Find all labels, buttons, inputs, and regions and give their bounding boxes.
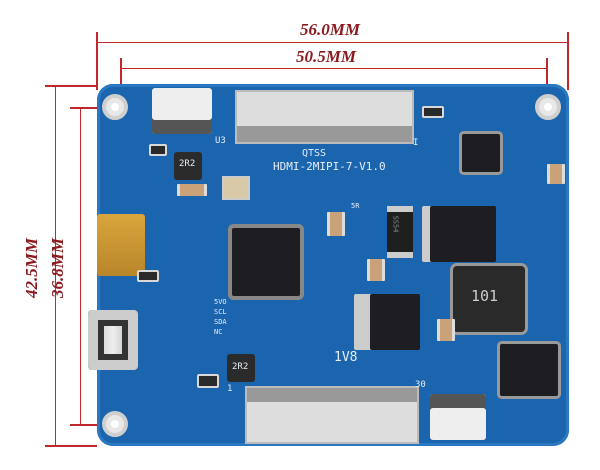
diode-ss54 bbox=[387, 206, 413, 258]
capacitor bbox=[177, 184, 207, 196]
dimension-tick bbox=[70, 107, 115, 109]
dimension-line-height bbox=[55, 85, 56, 445]
silk-ss54: SS54 bbox=[391, 215, 400, 233]
dimension-line-hole-width bbox=[120, 68, 546, 69]
silk-1v8: 1V8 bbox=[334, 350, 358, 365]
silk-2r2: 2R2 bbox=[232, 362, 249, 372]
regulator-dpak bbox=[430, 206, 496, 262]
silk-nc: NC bbox=[214, 328, 223, 336]
micro-usb-connector bbox=[88, 310, 138, 370]
dimension-tick bbox=[45, 445, 97, 447]
silk-101: 101 bbox=[471, 287, 499, 305]
mounting-hole bbox=[102, 94, 128, 120]
dimension-tick bbox=[546, 58, 548, 98]
dimension-line-width bbox=[96, 42, 568, 43]
silk-scl: SCL bbox=[214, 308, 227, 316]
sot-ic bbox=[462, 134, 500, 172]
silk-model: HDMI-2MIPI-7-V1.0 bbox=[273, 160, 386, 173]
silk-5vo: 5VO bbox=[214, 298, 227, 306]
mounting-hole bbox=[102, 411, 128, 437]
silk-5r: 5R bbox=[351, 202, 360, 210]
capacitor bbox=[437, 319, 455, 341]
dimension-tick bbox=[96, 32, 98, 90]
resistor-5r bbox=[327, 212, 345, 236]
silk-pin30: 30 bbox=[415, 380, 426, 390]
inductor-2r2 bbox=[227, 354, 255, 382]
dimension-line-hole-height bbox=[80, 107, 81, 425]
dimension-label-hole-height: 36.8MM bbox=[47, 238, 67, 298]
small-connector-bottom bbox=[430, 394, 486, 440]
smd-component bbox=[422, 106, 444, 118]
dimension-label-width: 56.0MM bbox=[300, 20, 360, 39]
fpc-connector-top bbox=[235, 90, 414, 144]
dimension-tick bbox=[70, 424, 115, 426]
silk-pin1: 1 bbox=[227, 384, 233, 394]
regulator-dpak-2 bbox=[370, 294, 420, 350]
pcb-board: QTSS HDMI-2MIPI-7-V1.0 2R2 2R2 101 1V8 S… bbox=[88, 84, 569, 446]
capacitor bbox=[367, 259, 385, 281]
mounting-hole bbox=[535, 94, 561, 120]
smd-component bbox=[137, 270, 159, 282]
dimension-label-height: 42.5MM bbox=[21, 238, 41, 298]
dimension-tick bbox=[45, 85, 97, 87]
dimension-tick bbox=[120, 58, 122, 98]
silk-pin-i: I bbox=[413, 138, 419, 148]
dimension-label-hole-width: 50.5MM bbox=[296, 47, 356, 66]
silk-u3: U3 bbox=[215, 136, 226, 146]
smd-component bbox=[197, 374, 219, 388]
silk-sda: SDA bbox=[214, 318, 227, 326]
silk-brand: QTSS bbox=[302, 148, 327, 159]
capacitor bbox=[547, 164, 565, 184]
inductor-2r2 bbox=[174, 152, 202, 180]
hdmi-connector bbox=[97, 214, 145, 276]
power-inductor bbox=[453, 266, 525, 332]
dimension-tick bbox=[567, 32, 569, 90]
fpc-connector-bottom bbox=[245, 386, 419, 444]
crystal-oscillator bbox=[222, 176, 250, 200]
silk-2r2: 2R2 bbox=[179, 159, 196, 169]
sop-ic bbox=[500, 344, 558, 396]
main-ic-qfp bbox=[232, 228, 300, 296]
smd-component bbox=[149, 144, 167, 156]
small-connector-top bbox=[152, 88, 212, 134]
